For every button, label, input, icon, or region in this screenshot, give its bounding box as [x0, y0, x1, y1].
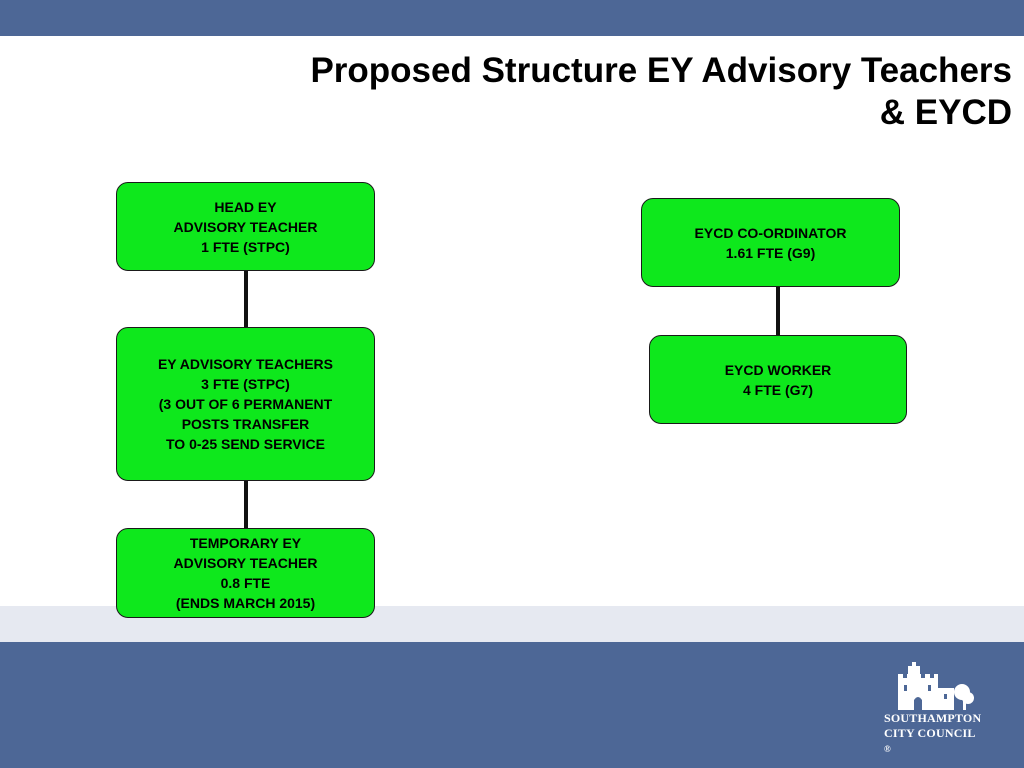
top-banner	[0, 0, 1024, 36]
registered-mark: ®	[884, 744, 891, 754]
eycd-coordinator-box: EYCD CO-ORDINATOR 1.61 FTE (G9)	[641, 198, 900, 287]
box-text-line: 0.8 FTE	[220, 575, 271, 591]
logo-line-2-text: CITY COUNCIL	[884, 726, 975, 740]
box-text-line: 3 FTE (STPC)	[201, 376, 290, 392]
temporary-ey-advisory-teacher-box: TEMPORARY EY ADVISORY TEACHER 0.8 FTE (E…	[116, 528, 375, 618]
box-text-line: 4 FTE (G7)	[742, 381, 813, 398]
connector-head-to-teachers	[244, 271, 248, 328]
box-text-line: TO 0-25 SEND SERVICE	[166, 436, 325, 452]
logo-wordmark: SOUTHAMPTON CITY COUNCIL ®	[884, 711, 984, 757]
eycd-worker-box: EYCD WORKER 4 FTE (G7)	[649, 335, 907, 424]
title-line-1: Proposed Structure EY Advisory Teachers	[310, 51, 1012, 90]
box-text-line: ADVISORY TEACHER	[173, 218, 318, 235]
box-text-line: EYCD CO-ORDINATOR	[694, 224, 847, 241]
slide-title: Proposed Structure EY Advisory Teachers …	[192, 50, 1012, 134]
box-text-line: 1 FTE (STPC)	[201, 238, 290, 255]
footer-banner	[0, 642, 1024, 768]
ey-advisory-teachers-box: EY ADVISORY TEACHERS 3 FTE (STPC) (3 OUT…	[116, 327, 375, 481]
box-text-line: HEAD EY	[214, 198, 277, 215]
box-text-line: (3 OUT OF 6 PERMANENT	[158, 396, 333, 412]
connector-coordinator-to-worker	[776, 287, 780, 336]
logo-line-1: SOUTHAMPTON	[884, 711, 982, 725]
box-text-line: EY ADVISORY TEACHERS	[157, 356, 334, 372]
castle-logo-icon	[898, 662, 974, 710]
box-text-line: POSTS TRANSFER	[181, 416, 310, 432]
connector-teachers-to-temporary	[244, 481, 248, 529]
head-ey-advisory-teacher-box: HEAD EY ADVISORY TEACHER 1 FTE (STPC)	[116, 182, 375, 271]
box-text-line: (ENDS MARCH 2015)	[175, 595, 316, 611]
box-text-line: ADVISORY TEACHER	[173, 555, 318, 571]
box-text-line: TEMPORARY EY	[189, 535, 302, 551]
logo-line-2: CITY COUNCIL ®	[884, 726, 984, 757]
title-line-2: & EYCD	[879, 93, 1012, 132]
box-text-line: 1.61 FTE (G9)	[725, 244, 816, 261]
box-text-line: EYCD WORKER	[724, 361, 832, 378]
